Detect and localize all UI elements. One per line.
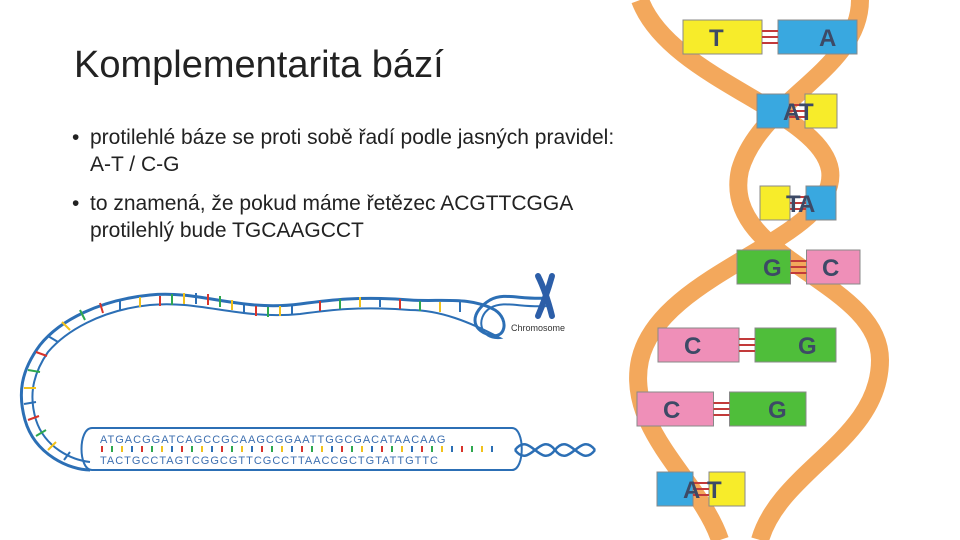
base-letter-right: G — [798, 333, 817, 360]
base-pair-rung: TA — [760, 186, 836, 220]
base-letter-left: A — [783, 99, 800, 126]
base-letter-right: T — [799, 99, 814, 126]
base-letter-right: A — [798, 191, 815, 218]
base-block-right — [778, 20, 857, 54]
base-letter-right: C — [822, 255, 839, 282]
base-letter-left: T — [709, 25, 724, 52]
base-letter-left: C — [684, 333, 701, 360]
base-letter-right: T — [707, 477, 722, 504]
base-letter-left: C — [663, 397, 680, 424]
base-letter-right: A — [819, 25, 836, 52]
base-letter-left: G — [763, 255, 782, 282]
base-letter-left: A — [683, 477, 700, 504]
base-block-right — [755, 328, 836, 362]
base-pair-rung: AT — [757, 94, 837, 128]
base-letter-right: G — [768, 397, 787, 424]
